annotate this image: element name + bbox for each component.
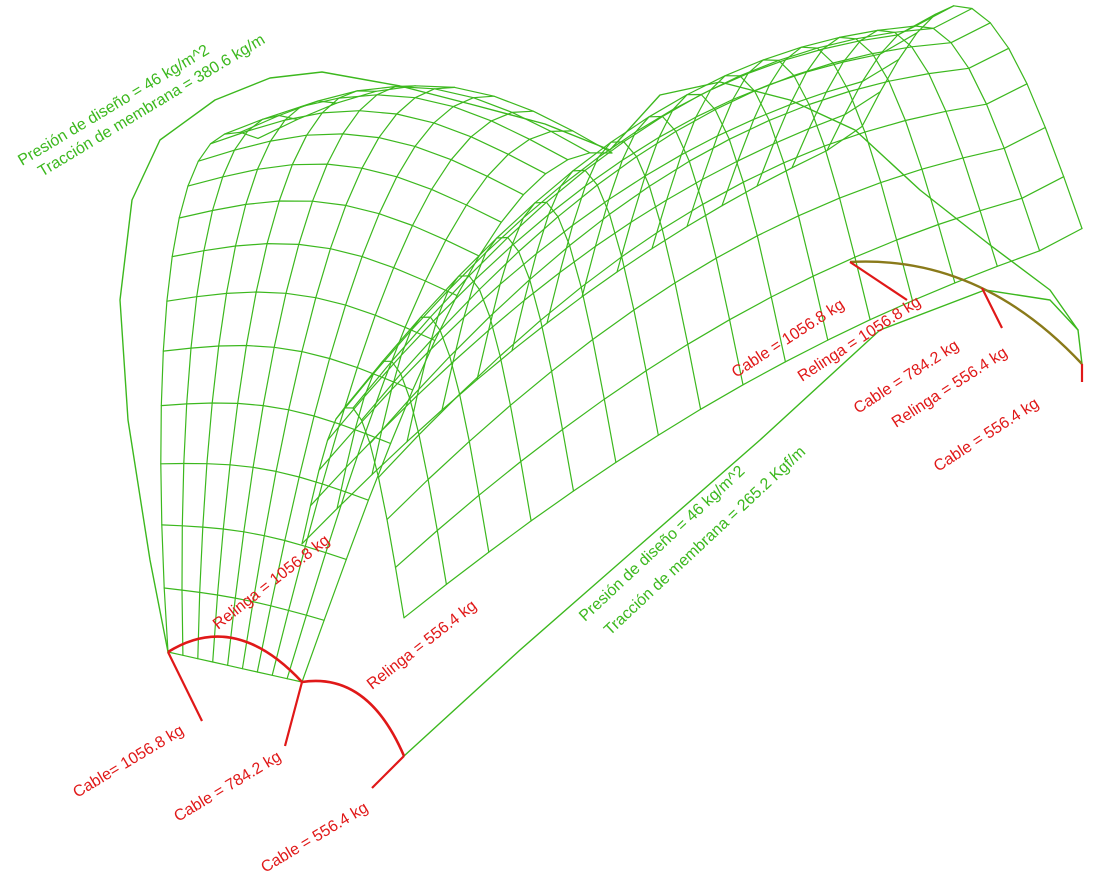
mesh-left-trans-13 xyxy=(239,85,591,154)
mesh-left-trans-8 xyxy=(178,200,480,257)
back-edge-structure xyxy=(849,260,1084,382)
mesh-left-trans-6 xyxy=(166,291,436,342)
membrane-mesh xyxy=(119,5,1083,757)
front-cable-mid-label: Cable = 784.2 kg xyxy=(171,748,284,825)
mesh-right-trans-10 xyxy=(651,75,829,341)
mesh-right-long-7 xyxy=(360,22,991,421)
mesh-left-trans-3 xyxy=(160,462,369,501)
mesh-left-outer-edge xyxy=(119,71,611,653)
right-membrane-traction: Tracción de membrana = 265.2 Kgf/m xyxy=(601,443,809,639)
mesh-left-trans-10 xyxy=(197,133,525,196)
mesh-right-long-9 xyxy=(377,83,1028,478)
mesh-right-trans-3 xyxy=(406,275,532,522)
mesh-left-long-7 xyxy=(271,110,534,676)
mesh-right-trans-16 xyxy=(861,5,1083,230)
mesh-right-long-8 xyxy=(369,47,1010,445)
mesh-right-trans-13 xyxy=(756,36,956,284)
mesh-right-long-3 xyxy=(326,32,918,441)
mesh-right-trans-0 xyxy=(301,407,405,619)
mesh-left-trans-0 xyxy=(167,651,303,683)
mesh-left-trans-7 xyxy=(171,243,458,297)
mesh-right-outer-edge xyxy=(403,289,1083,757)
right-membrane-pressure: Presión de diseño = 46 kg/m^2 xyxy=(576,463,748,625)
mesh-left-trans-1 xyxy=(163,587,325,621)
mesh-left-trans-12 xyxy=(223,94,569,161)
mesh-right-trans-1 xyxy=(336,360,447,586)
mesh-right-long-6 xyxy=(352,7,973,409)
mesh-left-long-0 xyxy=(160,131,259,653)
mesh-right-trans-11 xyxy=(686,59,871,321)
mesh-right-trans-12 xyxy=(721,46,914,302)
left-membrane-pressure: Presión de diseño = 46 kg/m^2 xyxy=(15,42,212,170)
mesh-right-trans-15 xyxy=(826,25,1041,252)
front-cable-right-label: Cable = 556.4 kg xyxy=(258,799,371,876)
front-edge-structure xyxy=(167,635,406,789)
mesh-right-top-edge xyxy=(609,81,1079,331)
mesh-left-long-3 xyxy=(212,90,377,663)
front-cable-left xyxy=(167,651,203,722)
mesh-left-trans-5 xyxy=(162,344,414,391)
mesh-right-trans-5 xyxy=(476,201,617,463)
right-membrane-label: Presión de diseño = 46 kg/m^2 Tracción d… xyxy=(576,443,809,639)
mesh-left-trans-9 xyxy=(187,163,502,223)
back-relinga-arc xyxy=(849,260,1083,365)
front-cable-right xyxy=(371,755,405,789)
back-cable-mid xyxy=(981,287,1003,329)
front-cable-left-label: Cable= 1056.8 kg xyxy=(70,722,187,801)
mesh-right-trans-14 xyxy=(791,29,998,267)
back-cable-left xyxy=(849,261,908,301)
front-relinga-right-label: Relinga = 556.4 kg xyxy=(364,597,480,693)
mesh-right-trans-4 xyxy=(441,236,575,492)
mesh-left-trans-11 xyxy=(209,110,547,175)
mesh-left-long-9 xyxy=(301,152,613,683)
mesh-right-trans-9 xyxy=(616,93,787,363)
mesh-right-trans-6 xyxy=(511,169,659,436)
mesh-right-trans-8 xyxy=(581,115,744,386)
mesh-left-trans-2 xyxy=(161,524,347,561)
front-relinga-right-arc xyxy=(301,679,406,757)
front-cable-mid xyxy=(283,681,304,747)
back-cable-right-label: Cable = 556.4 kg xyxy=(931,395,1042,475)
mesh-left-trans-14 xyxy=(257,85,613,154)
mesh-right-trans-7 xyxy=(546,141,702,410)
mesh-right-long-2 xyxy=(318,58,900,471)
mesh-right-trans-2 xyxy=(371,316,490,553)
front-relinga-left-arc xyxy=(167,635,303,683)
front-labels: Relinga = 1056.8 kg Relinga = 556.4 kg C… xyxy=(70,532,480,877)
left-membrane-label: Presión de diseño = 46 kg/m^2 Tracción d… xyxy=(15,31,268,180)
mesh-left-trans-4 xyxy=(160,402,392,445)
